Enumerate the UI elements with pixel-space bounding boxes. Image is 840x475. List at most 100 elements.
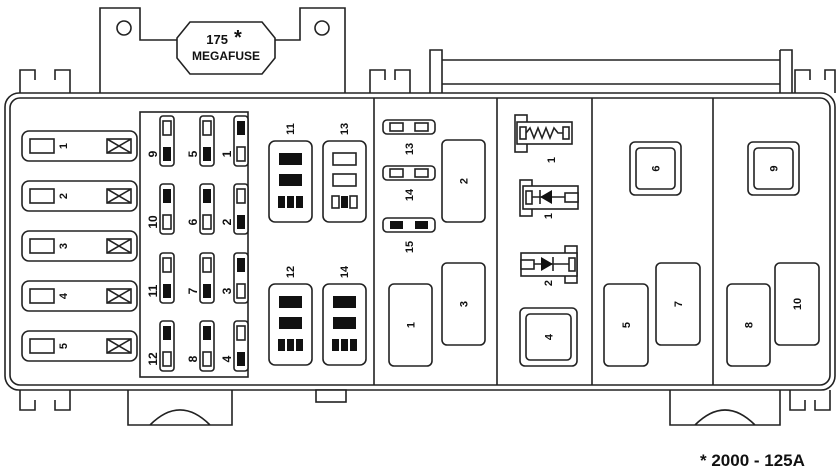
relay-5-label: 5 [621,322,633,328]
small-fuse-label: 14 [404,188,416,201]
relay-pin [331,195,340,209]
mini-fuse-label: 4 [220,355,234,362]
small-fuse-label: 15 [404,241,416,253]
relay-14-label: 14 [339,265,351,278]
fuse-blade [390,221,403,229]
megafuse-rating: 175 [206,32,228,47]
terminal-slot [29,238,55,254]
maxi-fuse[interactable]: 4 [21,280,138,312]
fuse-blade-bottom [203,284,211,298]
mini-fuse[interactable]: 7 [186,252,215,304]
resistor-label: 1 [546,157,558,163]
fuse-blade [415,221,428,229]
relay-pin [341,196,348,208]
mini-fuse[interactable]: 2 [220,183,249,235]
relay-7-label: 7 [673,301,685,307]
relay-12-label: 12 [285,266,297,278]
diode-1-label: 1 [543,213,555,219]
relay-8[interactable]: 8 [726,283,771,367]
relay-pin [278,196,285,208]
cross-icon [106,338,132,354]
fuse-blade-top [162,257,172,273]
megafuse-label: MEGAFUSE [192,49,260,63]
relay-pin [333,317,356,329]
relay-pin [279,153,302,165]
relay-7[interactable]: 7 [655,262,701,346]
mini-fuse[interactable]: 3 [220,252,249,304]
fuse-blade-bottom [163,147,171,161]
relay-13[interactable]: 13 [322,123,367,223]
small-fuse-14[interactable]: 14 [382,165,436,201]
fuse-blade-top [162,120,172,136]
fuse-blade-bottom [237,215,245,229]
mini-fuse-label: 6 [186,218,200,225]
mini-fuse-label: 7 [186,287,200,294]
megafuse-asterisk: * [234,27,242,49]
mini-fuse[interactable]: 10 [146,183,175,235]
relay-pin [279,317,302,329]
diode-icon [541,257,553,271]
relay-pin [333,296,356,308]
relay-inner [753,147,794,190]
fuse-blade-bottom [162,214,172,230]
relay-pin [287,339,294,351]
mini-fuse[interactable]: 4 [220,320,249,372]
fuse-blade [389,168,404,178]
mini-fuse[interactable]: 11 [146,252,175,304]
mini-fuse-label: 2 [220,218,234,225]
small-fuse-label: 13 [404,143,416,155]
terminal-slot [29,188,55,204]
relay-1[interactable]: 1 [388,283,433,367]
relay-4[interactable]: 4 [519,307,578,367]
relay-3[interactable]: 3 [441,262,486,346]
cross-icon [106,288,132,304]
mini-fuse-label: 1 [220,150,234,157]
relay-14[interactable]: 14 [322,265,367,366]
top-rail-right [429,49,836,93]
maxi-fuse[interactable]: 2 [21,180,138,212]
maxi-fuse-label: 5 [58,343,70,349]
mini-fuse[interactable]: 12 [146,320,175,372]
mini-fuse[interactable]: 9 [146,115,175,167]
maxi-fuse[interactable]: 1 [21,130,138,162]
relay-9[interactable]: 9 [747,141,800,196]
small-fuse-15[interactable]: 15 [382,217,436,253]
mini-fuse[interactable]: 8 [186,320,215,372]
maxi-fuse-label: 4 [58,292,70,299]
fuse-blade-bottom [236,283,246,299]
relay-5[interactable]: 5 [603,283,649,367]
relay-2-label: 2 [459,178,471,184]
relay-13-label: 13 [339,123,351,135]
maxi-fuse[interactable]: 3 [21,230,138,262]
relay-pin [332,339,339,351]
maxi-fuse-label: 3 [58,243,70,249]
relay-pin [332,173,357,187]
cross-icon [106,238,132,254]
resistor-component: 1 [514,114,573,163]
mini-fuse[interactable]: 6 [186,183,215,235]
relay-10[interactable]: 10 [774,262,820,346]
footnote: * 2000 - 125A [700,451,805,470]
mini-fuse[interactable]: 5 [186,115,215,167]
fuse-blade-top [236,325,246,341]
mini-fuse[interactable]: 1 [220,115,249,167]
diode-1-component: 1 [519,179,579,219]
relay-11[interactable]: 11 [268,123,313,223]
diode-2-component: 2 [520,245,578,286]
relay-2[interactable]: 2 [441,139,486,223]
fuse-blade-top [237,121,245,135]
relay-12[interactable]: 12 [268,266,313,366]
fuse-blade-bottom [237,352,245,366]
mini-fuse-label: 10 [146,215,160,229]
small-fuse-13[interactable]: 13 [382,119,436,155]
maxi-fuse[interactable]: 5 [21,330,138,362]
relay-6[interactable]: 6 [629,141,682,196]
relay-1-label: 1 [406,322,418,328]
relay-inner [525,313,572,361]
relay-body [655,262,701,346]
fuse-blade-top [163,189,171,203]
fuse-blade-top [203,189,211,203]
